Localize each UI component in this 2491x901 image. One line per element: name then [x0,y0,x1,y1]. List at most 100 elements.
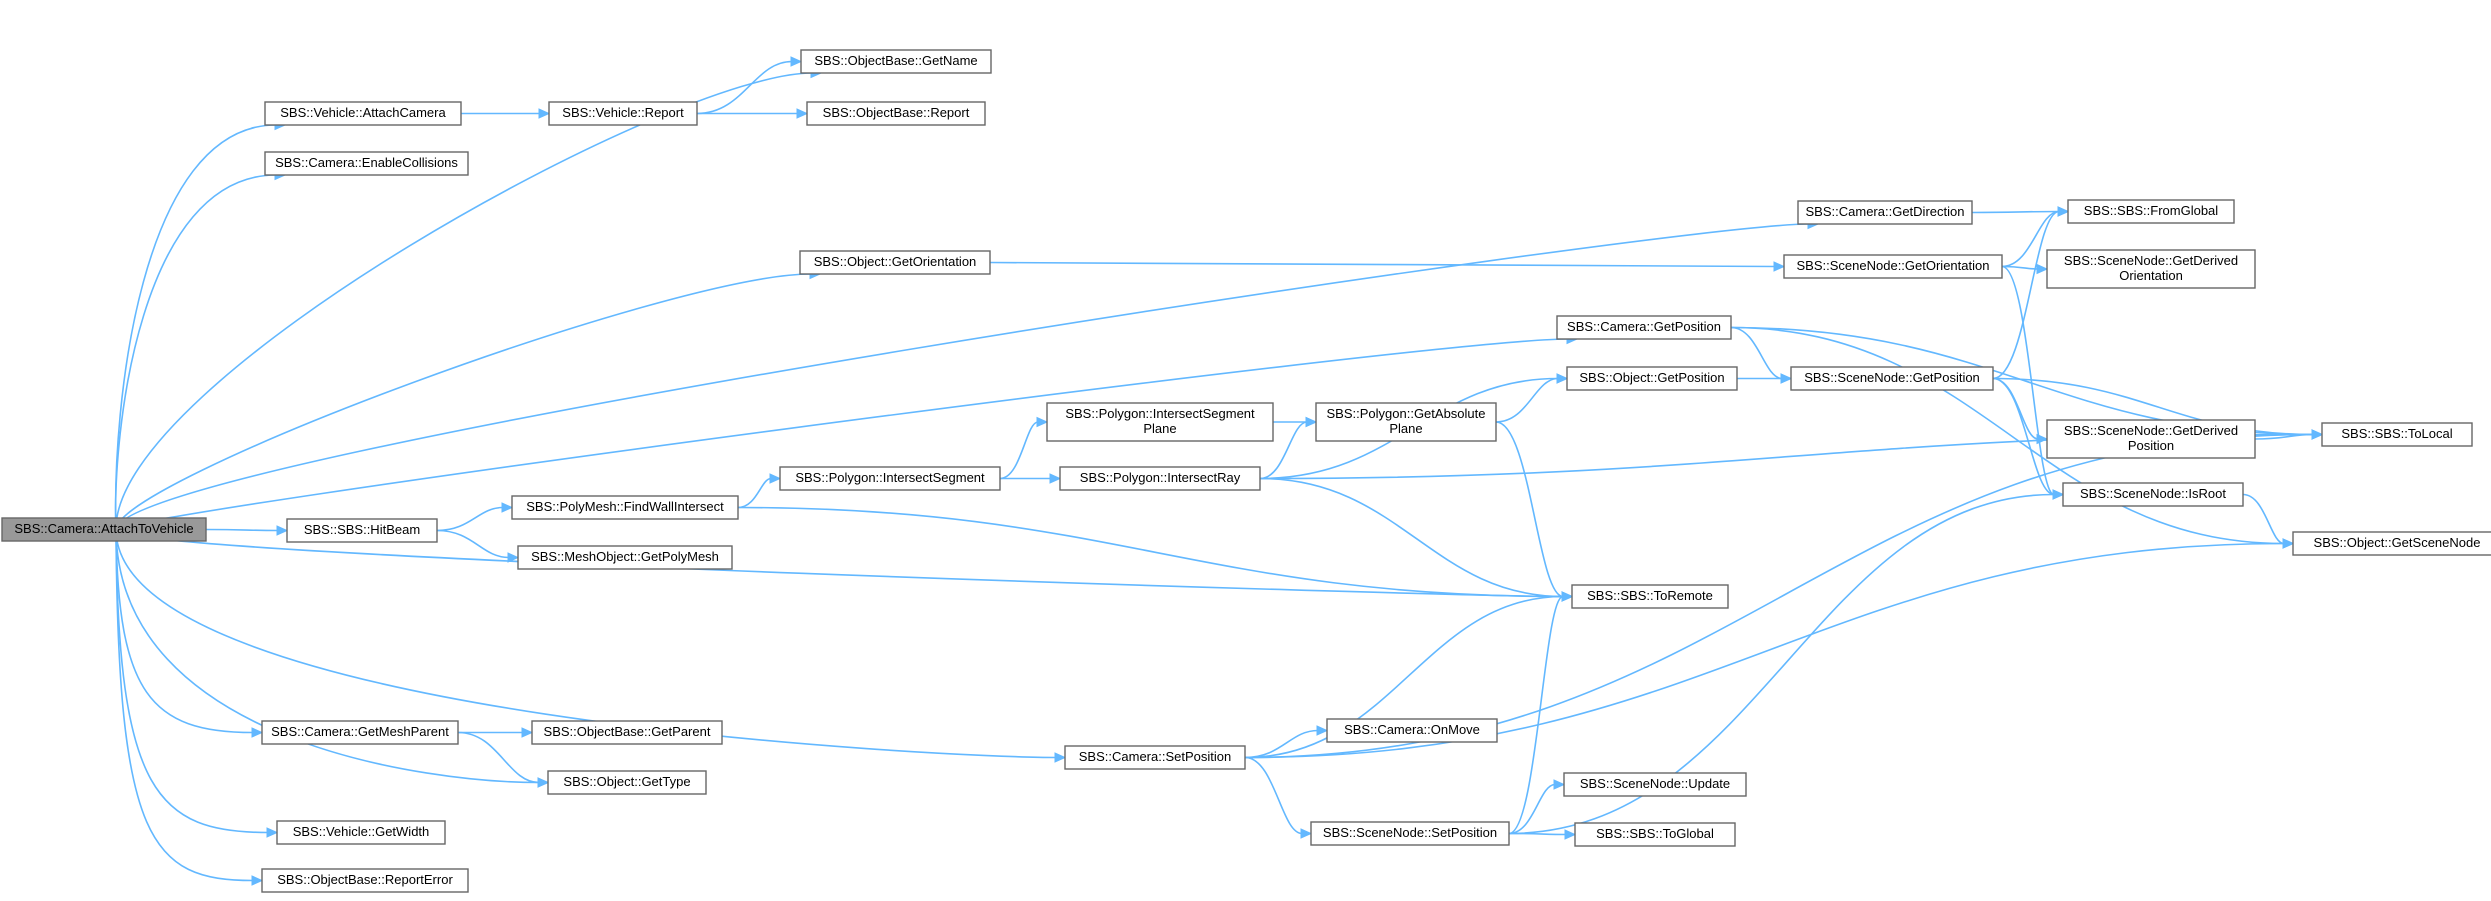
function-node[interactable]: SBS::Camera::EnableCollisions [264,151,469,176]
node-label: SBS::Object::GetPosition [1579,370,1724,385]
node-label: SBS::MeshObject::GetPolyMesh [531,549,719,564]
edge-n0-to-n2 [114,174,277,531]
edge-arrowhead-n15-to-n16 [521,727,534,738]
function-node[interactable]: SBS::Object::GetType [547,770,707,795]
edge-arrowhead-n22-to-n34 [2052,489,2065,500]
root-function-node[interactable]: SBS::Camera::AttachToVehicle [1,517,207,542]
function-node[interactable]: SBS::SceneNode::SetPosition [1310,821,1510,846]
function-node[interactable]: SBS::Polygon::IntersectRay [1059,466,1261,491]
function-node[interactable]: SBS::Camera::OnMove [1326,718,1498,743]
node-label: SBS::Camera::OnMove [1344,722,1480,737]
edge-n6-to-n7 [436,506,504,532]
edge-arrowhead-n0-to-n15 [251,727,264,738]
function-node[interactable]: SBS::Object::GetSceneNode [2292,531,2491,556]
edge-arrowhead-n20-to-n21 [1316,725,1329,736]
function-node[interactable]: SBS::Vehicle::GetWidth [276,820,446,845]
edge-arrowhead-n26-to-n27 [796,108,809,119]
edge-arrowhead-n7-to-n9 [769,473,782,484]
function-node[interactable]: SBS::SBS::ToGlobal [1574,822,1736,847]
node-box [1059,466,1261,491]
edge-n0-to-n25 [115,72,813,531]
function-node[interactable]: SBS::SceneNode::GetOrientation [1783,254,2003,279]
edge-arrowhead-n12-to-n13 [1556,373,1569,384]
edge-arrowhead-n26-to-n25 [790,56,803,67]
function-node[interactable]: SBS::ObjectBase::GetName [800,49,992,74]
edge-n0-to-n18 [115,529,269,834]
edge-n26-to-n25 [696,60,793,115]
edge-arrowhead-n6-to-n7 [501,502,514,513]
node-label: Plane [1143,421,1176,436]
function-node[interactable]: SBS::Vehicle::AttachCamera [264,101,462,126]
function-node[interactable]: SBS::Object::GetOrientation [799,250,991,275]
node-label: SBS::SBS::FromGlobal [2084,203,2218,218]
node-box [261,868,469,893]
function-node[interactable]: SBS::SceneNode::IsRoot [2062,482,2244,507]
function-node[interactable]: SBS::Camera::SetPosition [1064,745,1246,770]
function-node[interactable]: SBS::ObjectBase::Report [806,101,986,126]
function-node[interactable]: SBS::Camera::GetPosition [1556,315,1732,340]
node-box [1,517,207,542]
function-node[interactable]: SBS::SBS::FromGlobal [2067,199,2235,224]
edge-n0-to-n5 [115,338,1569,531]
node-box [1326,718,1498,743]
node-label: SBS::SceneNode::GetOrientation [1797,258,1990,273]
function-node[interactable]: SBS::SceneNode::Update [1563,772,1747,797]
node-label: SBS::ObjectBase::ReportError [277,872,453,887]
node-label: SBS::SBS::ToLocal [2341,426,2452,441]
node-label: SBS::SBS::ToGlobal [1596,826,1714,841]
node-label: Plane [1389,421,1422,436]
edge-n0-to-n4 [115,273,812,531]
edge-arrowhead-n9-to-n10 [1036,416,1049,428]
function-node[interactable]: SBS::PolyMesh::FindWallIntersect [511,495,739,520]
node-box [531,720,723,745]
node-box [800,49,992,74]
call-graph-nodes: SBS::Camera::AttachToVehicleSBS::Vehicle… [1,49,2491,893]
node-label: SBS::Object::GetSceneNode [2314,535,2481,550]
node-label: SBS::Polygon::IntersectSegment [1065,406,1255,421]
function-node[interactable]: SBS::ObjectBase::GetParent [531,720,723,745]
node-label: SBS::Polygon::GetAbsolute [1327,406,1486,421]
node-box [806,101,986,126]
function-node[interactable]: SBS::SceneNode::GetPosition [1790,366,1994,391]
function-node[interactable]: SBS::SBS::ToLocal [2321,422,2473,447]
edge-arrowhead-n20-to-n33 [2311,429,2324,440]
node-label: SBS::Camera::GetMeshParent [271,724,449,739]
function-node[interactable]: SBS::Polygon::IntersectSegment [779,466,1001,491]
function-node[interactable]: SBS::Vehicle::Report [548,101,698,126]
node-label: SBS::Object::GetOrientation [814,254,977,269]
edge-arrowhead-n31-to-n28 [2057,206,2070,217]
edge-n11-to-n12 [1259,421,1308,480]
function-node[interactable]: SBS::SBS::HitBeam [286,518,438,543]
function-node[interactable]: SBS::ObjectBase::ReportError [261,868,469,893]
edge-n0-to-n19 [115,529,254,882]
edge-n20-to-n22 [1244,756,1303,835]
function-node[interactable]: SBS::MeshObject::GetPolyMesh [517,545,733,570]
edge-arrowhead-n1-to-n26 [538,108,551,119]
node-box [261,720,459,745]
edge-arrowhead-n20-to-n35 [2282,538,2295,549]
node-box [1046,402,1274,442]
node-label: SBS::Camera::GetPosition [1567,319,1721,334]
node-box [2062,482,2244,507]
node-box [1571,584,1729,609]
function-node[interactable]: SBS::Camera::GetDirection [1797,200,1973,225]
node-box [264,151,469,176]
node-box [1783,254,2003,279]
edge-n29-to-n28 [2001,210,2060,268]
function-node[interactable]: SBS::SBS::ToRemote [1571,584,1729,609]
function-node[interactable]: SBS::Camera::GetMeshParent [261,720,459,745]
node-label: SBS::Camera::EnableCollisions [275,155,458,170]
edge-n7-to-n14 [737,506,1564,598]
node-label: SBS::Camera::GetDirection [1806,204,1965,219]
function-node[interactable]: SBS::Object::GetPosition [1566,366,1738,391]
edge-n9-to-n10 [999,421,1039,480]
node-label: SBS::Vehicle::GetWidth [293,824,430,839]
edge-n4-to-n29 [989,261,1776,268]
edge-n34-to-n35 [2242,493,2285,545]
node-label: SBS::SceneNode::Update [1580,776,1730,791]
